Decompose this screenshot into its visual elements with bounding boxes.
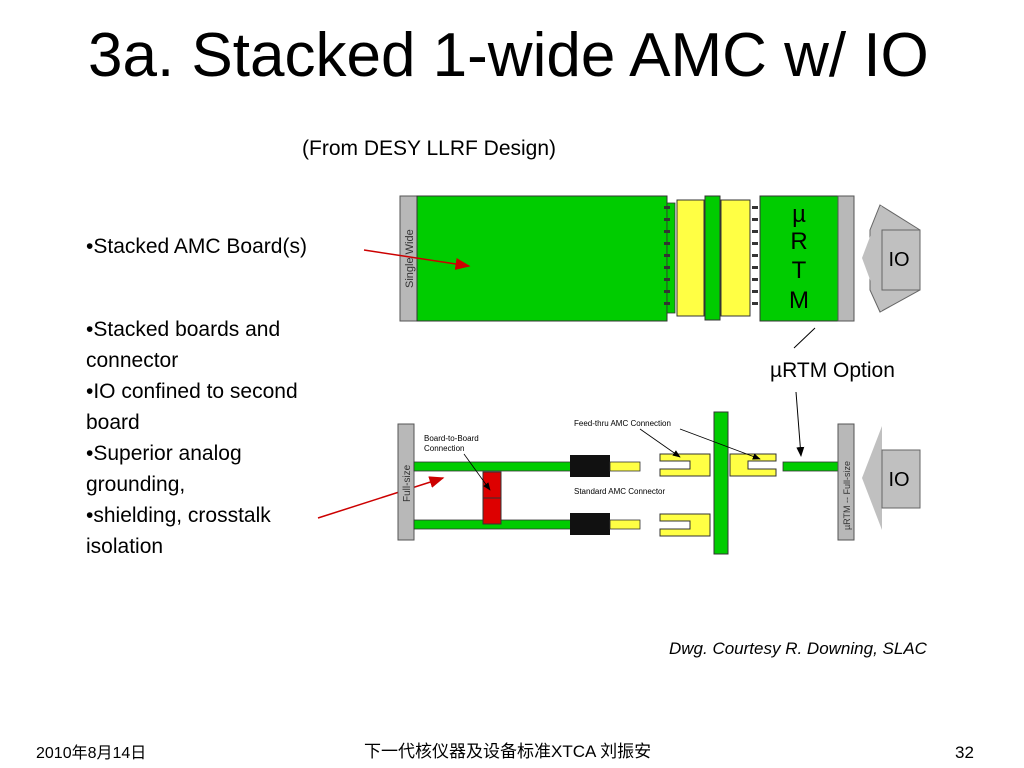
connector-right <box>720 199 751 317</box>
amc-connector-lower <box>570 513 610 535</box>
urtm-letter: R <box>790 228 807 255</box>
bottom-midplane <box>713 411 729 555</box>
urtm-letter: T <box>792 257 807 284</box>
connector-pins <box>664 206 758 305</box>
amc-board <box>416 195 668 322</box>
slide-title: 3a. Stacked 1-wide AMC w/ IO <box>88 21 929 90</box>
urtm-letter: µ <box>792 201 806 228</box>
footer-center: 下一代核仪器及设备标准XTCA 刘振安 <box>364 742 652 761</box>
full-size-label: Full-size <box>402 464 413 502</box>
urtm-letter: M <box>789 287 809 314</box>
callout-arrow-top <box>363 249 471 270</box>
bullet-item: •IO confined to second board <box>86 380 298 434</box>
urtm-option-pointer <box>795 391 805 457</box>
bullet-list: •Stacked boards and connector •IO confin… <box>86 314 326 562</box>
b2b-label-line2: Connection <box>424 444 464 453</box>
connector-left <box>676 199 705 317</box>
io-label-top: IO <box>888 249 909 271</box>
urtm-full-panel <box>837 423 855 541</box>
b2b-label-line1: Board-to-Board <box>424 434 479 443</box>
urtm-board <box>759 195 839 322</box>
footer-date: 2010年8月14日 <box>36 745 147 762</box>
urtm-pointer <box>793 327 816 349</box>
single-wide-label: Single Wide <box>404 229 416 288</box>
bullet-item: •Stacked boards and connector <box>86 318 281 372</box>
feed-thru-connector-right <box>729 453 777 477</box>
urtm-full-size-label: µRTM -- Full-size <box>842 461 852 530</box>
callout-arrow-bottom <box>317 476 445 519</box>
page-number: 32 <box>955 743 974 762</box>
full-size-panel <box>397 423 415 541</box>
top-diagram: Single Wide µ R T M IO <box>399 195 921 322</box>
urtm-option-label: µRTM Option <box>770 359 895 382</box>
bottom-diagram: Full-size µRTM -- Full-size IO Board-to-… <box>397 411 921 555</box>
io-label-bottom: IO <box>888 469 909 491</box>
standard-connector-right <box>659 513 711 537</box>
bullet-stacked-amc: •Stacked AMC Board(s) <box>86 235 307 258</box>
urtm-panel <box>837 195 855 322</box>
amc-connector-upper <box>570 455 610 477</box>
midplane <box>704 195 721 321</box>
io-arrow-bottom <box>862 426 882 530</box>
courtesy-note: Dwg. Courtesy R. Downing, SLAC <box>669 639 927 658</box>
urtm-board-bottom <box>782 461 839 472</box>
feed-thru-connector-left <box>659 453 711 477</box>
board-upper <box>413 461 573 472</box>
bullet-item: •Superior analog grounding, <box>86 442 242 496</box>
standard-connector-label: Standard AMC Connector <box>574 487 665 496</box>
feed-thru-label: Feed-thru AMC Connection <box>574 419 671 428</box>
bullet-item: •shielding, crosstalk isolation <box>86 504 271 558</box>
slide-subtitle: (From DESY LLRF Design) <box>302 137 557 160</box>
board-edge <box>666 202 676 314</box>
